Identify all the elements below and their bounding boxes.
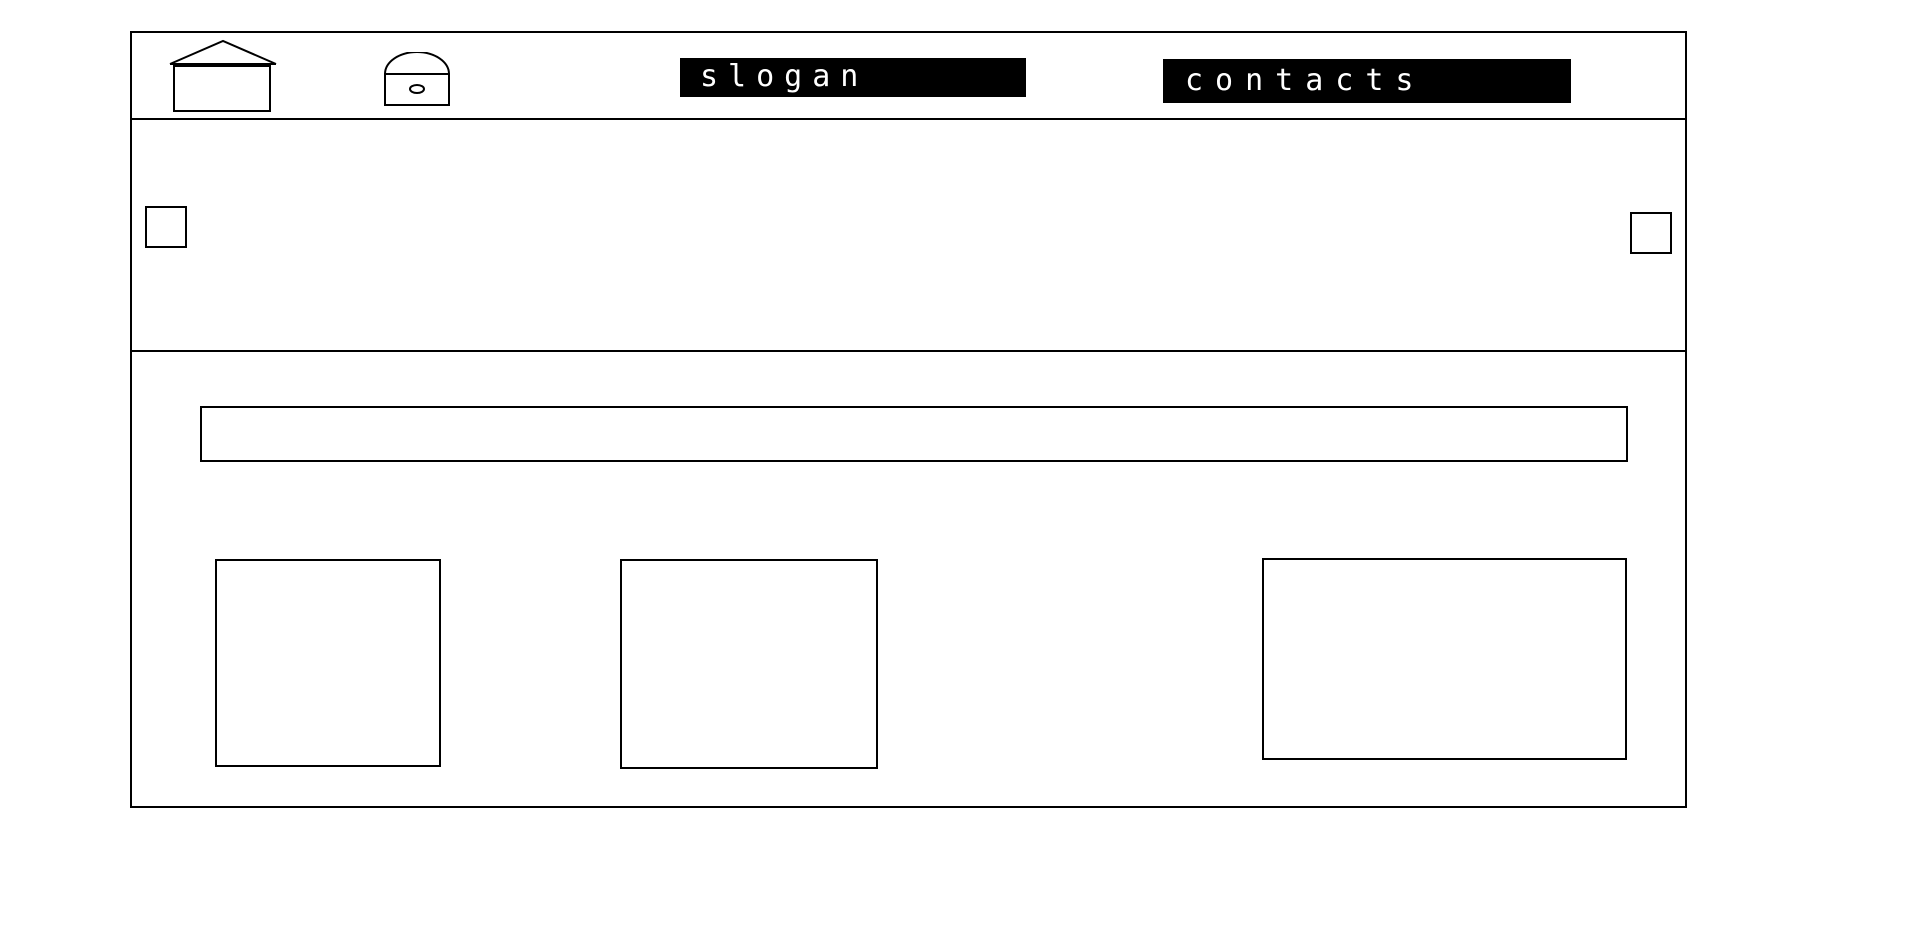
chest-icon[interactable]	[382, 52, 452, 108]
slider-next-button[interactable]	[1630, 212, 1672, 254]
home-icon[interactable]	[168, 39, 278, 114]
header: slogan contacts	[132, 33, 1685, 120]
page-frame: slogan contacts	[130, 31, 1687, 808]
content-card-1[interactable]	[215, 559, 441, 767]
slider-prev-button[interactable]	[145, 206, 187, 248]
search-input[interactable]	[200, 406, 1628, 462]
banner-slider	[132, 120, 1685, 352]
contacts-link[interactable]: contacts	[1163, 59, 1571, 103]
content-card-2[interactable]	[620, 559, 878, 769]
content-card-3[interactable]	[1262, 558, 1627, 760]
slogan-bar[interactable]: slogan	[680, 58, 1026, 97]
